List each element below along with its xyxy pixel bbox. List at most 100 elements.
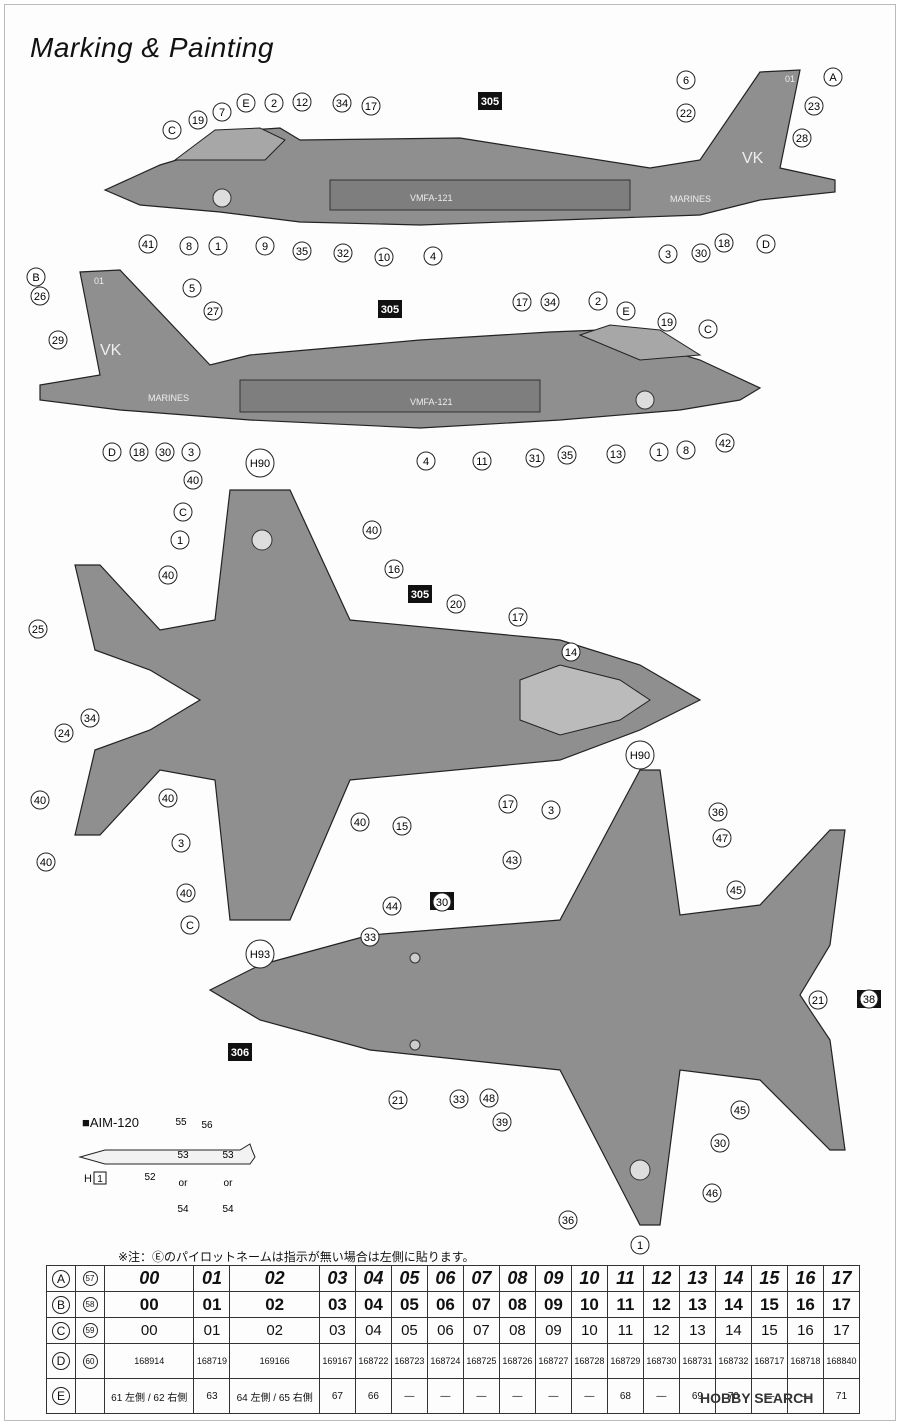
svg-text:20: 20 — [450, 599, 462, 611]
svg-text:13: 13 — [610, 449, 622, 461]
svg-text:21: 21 — [812, 995, 824, 1007]
callout-34: 34 — [540, 292, 560, 312]
svg-text:C: C — [168, 125, 176, 137]
svg-text:44: 44 — [386, 901, 398, 913]
decal-cell: 09 — [534, 1291, 572, 1318]
callout-19: 19 — [657, 312, 677, 332]
callout-27: 27 — [203, 301, 223, 321]
decal-cell: 13 — [678, 1291, 716, 1318]
svg-text:17: 17 — [502, 799, 514, 811]
decal-cell: 168719 — [193, 1343, 231, 1379]
missile-part-or: or — [224, 1178, 234, 1189]
callout-2: 2 — [588, 291, 608, 311]
callout-D: D — [756, 234, 776, 254]
callout-34: 34 — [332, 93, 352, 113]
decal-cell: 169166 — [229, 1343, 320, 1379]
callout-C: C — [173, 502, 193, 522]
svg-text:34: 34 — [336, 98, 348, 110]
page-title: Marking & Painting — [30, 32, 275, 63]
decal-cell: 168717 — [750, 1343, 788, 1379]
svg-text:45: 45 — [730, 885, 742, 897]
callout-33: 33 — [360, 927, 380, 947]
decal-cell: 00 — [103, 1265, 195, 1292]
svg-text:30: 30 — [695, 248, 707, 260]
callout-3: 3 — [658, 244, 678, 264]
decal-cell: 168728 — [570, 1343, 608, 1379]
decal-cell: 68 — [606, 1378, 644, 1414]
decal-number: 59 — [82, 1323, 98, 1338]
decal-cell: 168840 — [822, 1343, 861, 1379]
callout-4: 4 — [423, 246, 443, 266]
callout-H93: H93 — [245, 939, 275, 969]
svg-text:38: 38 — [863, 994, 875, 1006]
decal-cell: 12 — [642, 1265, 680, 1292]
decal-cell: — — [570, 1378, 608, 1414]
paint-code-305: 305 — [411, 589, 429, 601]
svg-text:30: 30 — [714, 1138, 726, 1150]
missile-part-55: 55 — [175, 1117, 187, 1128]
svg-text:1: 1 — [177, 535, 183, 547]
decal-cell: 168914 — [103, 1343, 195, 1379]
decal-cell: 10 — [570, 1317, 608, 1344]
decal-cell: 09 — [534, 1265, 572, 1292]
decal-cell: 05 — [390, 1317, 428, 1344]
decal-cell: 168727 — [534, 1343, 572, 1379]
svg-text:40: 40 — [180, 888, 192, 900]
svg-text:1: 1 — [215, 241, 221, 253]
decal-cell: — — [426, 1378, 464, 1414]
svg-text:48: 48 — [483, 1093, 495, 1105]
callout-1: 1 — [208, 236, 228, 256]
callout-19: 19 — [188, 110, 208, 130]
callout-A: A — [823, 67, 843, 87]
svg-text:47: 47 — [716, 833, 728, 845]
callout-41: 41 — [138, 234, 158, 254]
callout-1: 1 — [649, 442, 669, 462]
svg-text:10: 10 — [378, 252, 390, 264]
callout-40: 40 — [158, 565, 178, 585]
decal-cell: 13 — [678, 1317, 716, 1344]
decal-cell: 11 — [606, 1317, 644, 1344]
svg-text:23: 23 — [808, 101, 820, 113]
callout-39: 39 — [492, 1112, 512, 1132]
svg-text:35: 35 — [561, 450, 573, 462]
callout-47: 47 — [712, 828, 732, 848]
decal-cell: 14 — [714, 1317, 752, 1344]
svg-text:17: 17 — [516, 297, 528, 309]
missile-h-number: 1 — [97, 1174, 103, 1185]
svg-text:26: 26 — [34, 291, 46, 303]
decal-cell: 02 — [229, 1265, 320, 1292]
decal-cell: 12 — [642, 1291, 680, 1318]
decal-cell: 11 — [606, 1265, 644, 1292]
svg-text:19: 19 — [661, 317, 673, 329]
svg-text:40: 40 — [354, 817, 366, 829]
svg-text:12: 12 — [296, 97, 308, 109]
missile-part-53: 53 — [177, 1150, 189, 1161]
callout-33: 33 — [449, 1089, 469, 1109]
missile-label: ■AIM-120 — [82, 1115, 139, 1130]
callout-3: 3 — [181, 442, 201, 462]
svg-text:29: 29 — [52, 335, 64, 347]
decal-cell: 14 — [714, 1265, 752, 1292]
decal-cell: 17 — [822, 1291, 861, 1318]
svg-text:45: 45 — [734, 1105, 746, 1117]
callout-4: 4 — [416, 451, 436, 471]
decal-cell: 168729 — [606, 1343, 644, 1379]
svg-text:21: 21 — [392, 1095, 404, 1107]
svg-text:31: 31 — [529, 453, 541, 465]
svg-text:43: 43 — [506, 855, 518, 867]
callout-9: 9 — [255, 236, 275, 256]
decal-cell: 61 左側 / 62 右側 — [103, 1378, 195, 1414]
decal-cell: 10 — [570, 1291, 608, 1318]
svg-text:C: C — [704, 324, 712, 336]
paint-code-305: 305 — [381, 304, 399, 316]
callout-38: 38 — [859, 989, 879, 1009]
callout-40: 40 — [350, 812, 370, 832]
callout-17: 17 — [498, 794, 518, 814]
svg-text:17: 17 — [512, 612, 524, 624]
callout-D: D — [102, 442, 122, 462]
marines-marking: MARINES — [670, 194, 711, 204]
callout-H90: H90 — [625, 740, 655, 770]
decal-number: 60 — [82, 1353, 98, 1369]
